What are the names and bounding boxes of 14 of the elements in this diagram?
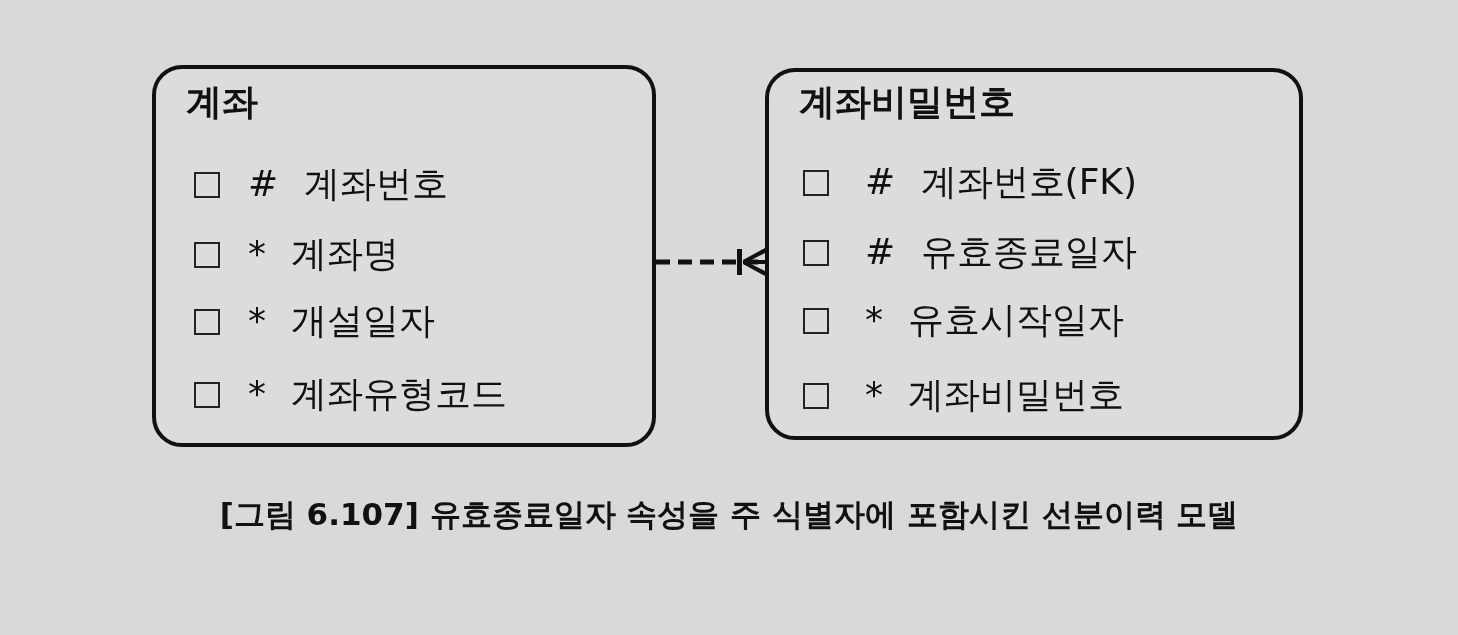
attribute-text: # 계좌번호 <box>248 166 448 202</box>
attribute-text: * 계좌명 <box>248 236 400 272</box>
attribute-text: # 계좌번호(FK) <box>865 164 1137 200</box>
entity-box <box>152 65 656 447</box>
attribute-text: * 계좌유형코드 <box>248 376 508 412</box>
entity-name: 계좌 <box>186 84 258 120</box>
attribute-text: # 유효종료일자 <box>865 234 1137 270</box>
entity-box <box>765 68 1303 440</box>
entity-name: 계좌비밀번호 <box>799 84 1015 120</box>
relationship-line <box>656 248 765 276</box>
attribute-text: * 개설일자 <box>248 303 436 339</box>
figure-caption: [그림 6.107] 유효종료일자 속성을 주 식별자에 포함시킨 선분이력 모델 <box>218 496 1240 534</box>
attribute-text: * 계좌비밀번호 <box>865 377 1125 413</box>
attribute-text: * 유효시작일자 <box>865 302 1125 338</box>
